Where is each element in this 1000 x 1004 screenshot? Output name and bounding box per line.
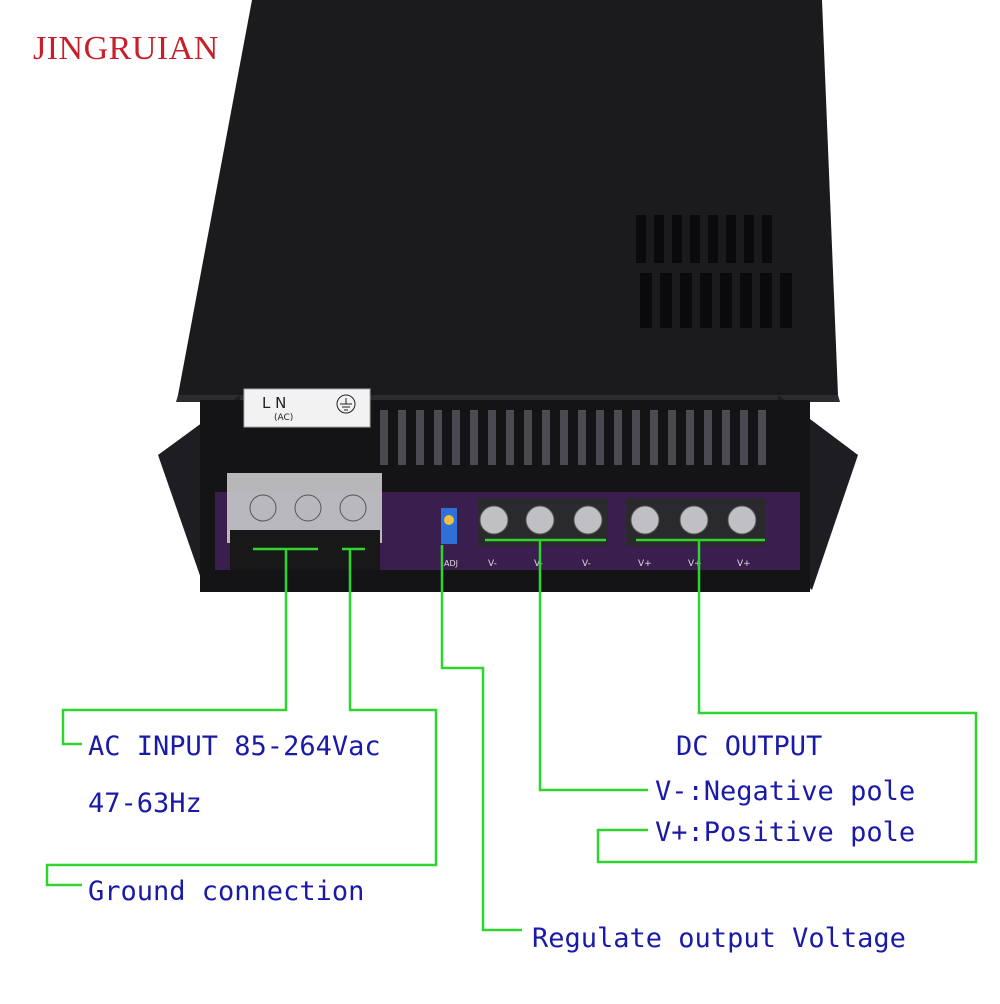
svg-text:V-: V- xyxy=(582,559,591,569)
svg-text:V-: V- xyxy=(534,559,543,569)
negative-pole-label: V-:Negative pole xyxy=(655,776,916,807)
sticker-ac: (AC) xyxy=(274,413,293,423)
adj-marking: ADJ xyxy=(444,559,458,568)
adj-knob xyxy=(444,515,454,525)
dc-terminal-screws xyxy=(478,498,766,546)
ac-input-label: AC INPUT 85-264Vac xyxy=(88,731,381,762)
svg-text:V-: V- xyxy=(488,559,497,569)
ac-terminal-screws xyxy=(249,494,367,522)
ac-frequency-label: 47-63Hz xyxy=(88,788,202,819)
dc-output-label: DC OUTPUT xyxy=(676,731,823,762)
top-vent-slots xyxy=(636,215,792,328)
front-vent-slots xyxy=(380,410,766,465)
ground-label: Ground connection xyxy=(88,876,365,907)
positive-pole-label: V+:Positive pole xyxy=(655,817,916,848)
adj-potentiometer xyxy=(441,508,457,544)
sticker-ln: L N xyxy=(262,394,286,412)
svg-text:V+: V+ xyxy=(688,559,702,569)
brand-logo: JINGRUIAN xyxy=(33,30,219,67)
earth-ground-icon xyxy=(336,394,356,414)
leader-lines xyxy=(45,538,978,932)
svg-text:V+: V+ xyxy=(638,559,652,569)
terminal-markings: V- V- V- V+ V+ V+ xyxy=(488,559,751,569)
svg-text:V+: V+ xyxy=(737,559,751,569)
regulate-voltage-label: Regulate output Voltage xyxy=(532,923,906,954)
case-top xyxy=(178,0,838,395)
